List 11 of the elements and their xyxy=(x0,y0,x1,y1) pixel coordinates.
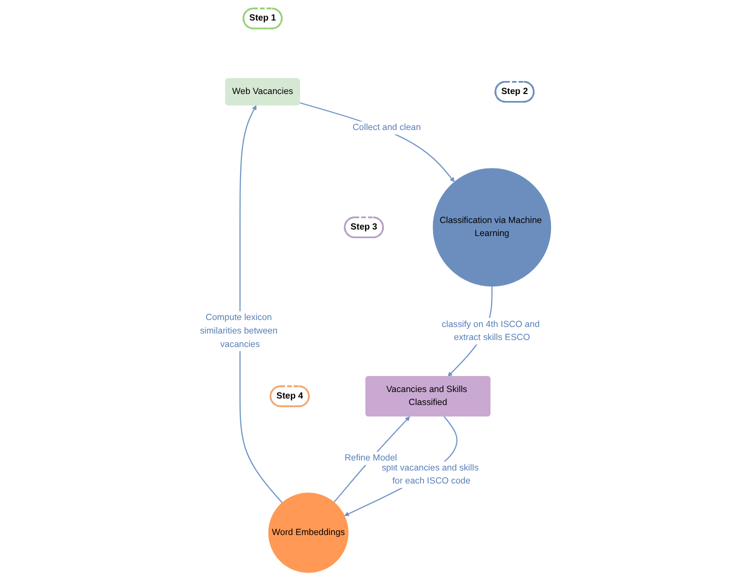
edge-label: classify on 4th ISCO and extract skills ESCO xyxy=(442,320,540,342)
node-circle: Word Embeddings xyxy=(268,492,349,573)
edge-label: Compute lexicon similarities between vacancies xyxy=(200,312,278,350)
edge-label: Refine Model xyxy=(344,453,398,463)
arrow xyxy=(240,105,283,504)
arrow xyxy=(300,102,456,182)
node-circle: Classification via Machine Learning xyxy=(433,168,552,287)
arrow xyxy=(344,416,458,516)
edge-label: split vacancies and skills for each ISCO code xyxy=(382,463,479,486)
arrow xyxy=(334,416,410,503)
edge-label: Collect and clean xyxy=(352,122,422,132)
